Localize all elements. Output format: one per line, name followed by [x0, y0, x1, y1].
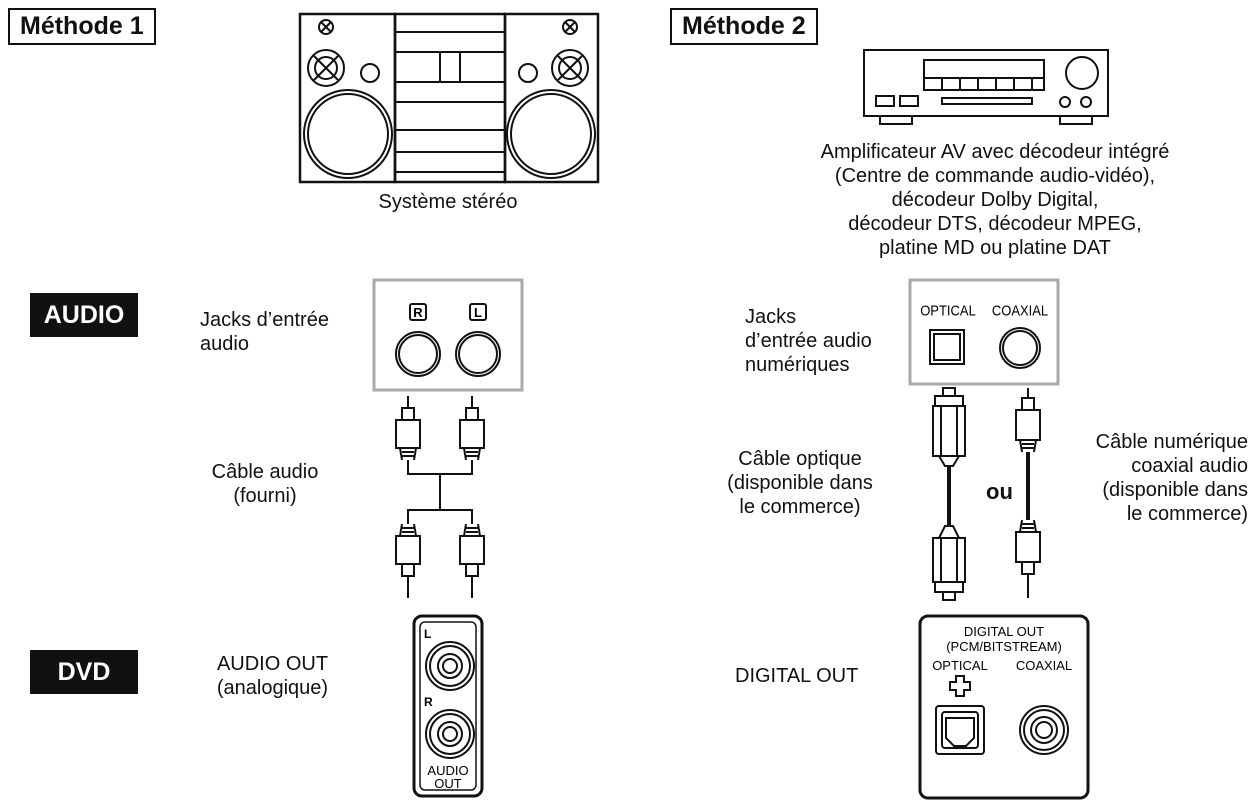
- jack-label-optical: OPTICAL: [920, 303, 976, 319]
- label-line: (disponible dans: [727, 472, 873, 494]
- audio-input-jacks-label: Jacks d’entrée audio: [200, 308, 329, 356]
- label-line: Câble numérique: [1095, 431, 1248, 453]
- label-line: (disponible dans: [1102, 479, 1248, 501]
- audio-band-label: AUDIO: [30, 293, 138, 337]
- label-line: Jacks: [745, 306, 797, 328]
- av-amplifier-illustration: [863, 49, 1109, 125]
- jack-label-l: L: [474, 305, 482, 320]
- method-2-title: Méthode 2: [670, 8, 818, 45]
- label-line: Câble audio: [211, 461, 319, 483]
- audio-cable-illustration: [395, 396, 485, 598]
- dvd-digital-out-text: DIGITAL OUT: [964, 624, 1044, 639]
- amplifier-label-line: (Centre de commande audio-vidéo),: [834, 165, 1156, 187]
- dvd-band-label: DVD: [30, 650, 138, 694]
- label-line: audio: [200, 333, 249, 355]
- dvd-optical-label: OPTICAL: [932, 658, 988, 673]
- amplifier-label-line: décodeur DTS, décodeur MPEG,: [848, 213, 1142, 235]
- dvd-audio-out-text: OUT: [434, 776, 462, 791]
- digital-out-label: DIGITAL OUT: [735, 665, 859, 687]
- audio-cable-label: Câble audio (fourni): [200, 460, 330, 508]
- label-line: numériques: [745, 354, 850, 376]
- digital-input-jacks-label: Jacks d’entrée audio numériques: [745, 305, 872, 377]
- optical-cable-label: Câble optique (disponible dans le commer…: [700, 447, 900, 519]
- dvd-audio-l-label: L: [424, 627, 431, 641]
- optical-cable-illustration: [932, 387, 966, 601]
- coaxial-cable-label: Câble numérique coaxial audio (disponibl…: [1060, 430, 1248, 526]
- or-label: ou: [986, 479, 1013, 504]
- amplifier-label: Amplificateur AV avec décodeur intégré (…: [780, 140, 1210, 260]
- label-line: (fourni): [233, 485, 297, 507]
- coaxial-cable-illustration: [1015, 388, 1041, 598]
- jack-label-r: R: [413, 305, 423, 320]
- audio-input-jack-panel: R L: [372, 278, 524, 392]
- amplifier-label-line: Amplificateur AV avec décodeur intégré: [820, 141, 1170, 163]
- method-1-title: Méthode 1: [8, 8, 156, 45]
- stereo-system-illustration: [298, 12, 600, 184]
- digital-input-jack-panel: OPTICAL COAXIAL: [908, 278, 1060, 386]
- dvd-audio-out-text: AUDIO: [427, 763, 468, 778]
- label-line: coaxial audio: [1131, 455, 1248, 477]
- dvd-audio-r-label: R: [424, 695, 433, 709]
- amplifier-label-line: platine MD ou platine DAT: [879, 237, 1111, 259]
- label-line: d’entrée audio: [745, 330, 872, 352]
- dvd-coaxial-label: COAXIAL: [1016, 658, 1072, 673]
- dvd-digital-out-sub: (PCM/BITSTREAM): [946, 639, 1062, 654]
- label-line: AUDIO OUT: [216, 653, 329, 675]
- label-line: le commerce): [739, 496, 861, 518]
- amplifier-label-line: décodeur Dolby Digital,: [891, 189, 1099, 211]
- jack-label-coaxial: COAXIAL: [992, 303, 1049, 319]
- dvd-audio-out-panel: L R AUDIO OUT: [412, 614, 484, 798]
- label-line: Câble optique: [738, 448, 862, 470]
- label-line: Jacks d’entrée: [200, 309, 329, 331]
- stereo-system-label: Système stéréo: [378, 191, 518, 213]
- label-line: (analogique): [216, 677, 329, 699]
- audio-out-label: AUDIO OUT (analogique): [200, 652, 345, 700]
- dvd-digital-out-panel: DIGITAL OUT (PCM/BITSTREAM) OPTICAL COAX…: [918, 614, 1090, 800]
- label-line: le commerce): [1126, 503, 1248, 525]
